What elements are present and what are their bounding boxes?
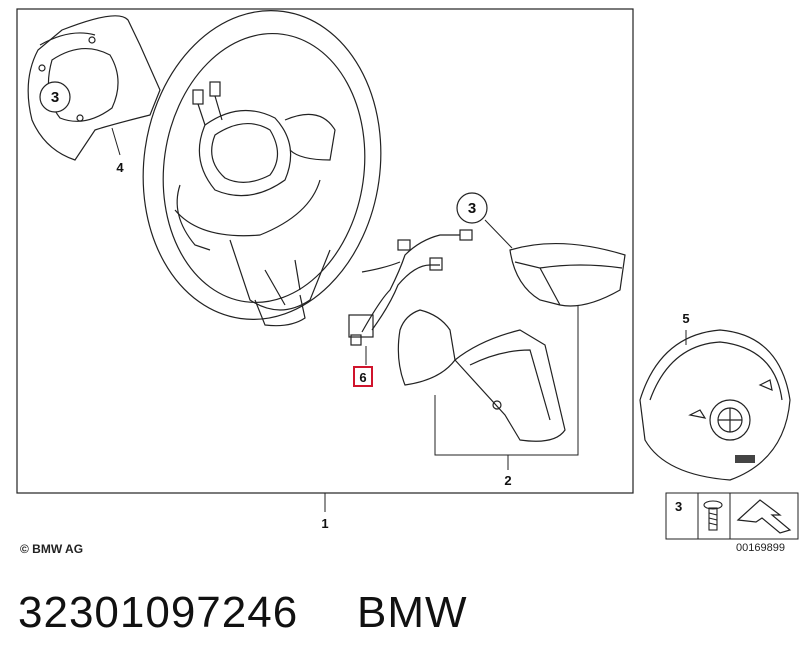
airbag-module-part[interactable] [639,329,791,481]
arrow-icon [736,499,792,534]
callout-5: 5 [682,311,689,326]
callout-2: 2 [504,473,511,488]
leader-lines [111,127,687,512]
steering-wheel[interactable] [124,0,401,335]
diagram-frame [16,8,634,494]
callout-6-highlight[interactable] [353,366,373,387]
legend-callout-3: 3 [675,499,682,514]
callout-3-shroud: 3 [51,89,59,106]
wiring-harness-part[interactable] [348,229,473,346]
screw-icon [703,500,723,531]
callout-4: 4 [116,160,124,175]
trim-cover-part[interactable] [397,309,566,442]
callout-circle-3-shroud [39,81,71,113]
callout-1: 1 [321,516,328,531]
copyright-notice: © BMW AG [20,542,84,556]
cover-part[interactable] [509,242,626,307]
callout-6: 6 [359,370,366,385]
callout-3-cover: 3 [468,200,476,217]
diagram-id: 00169899 [736,542,785,554]
legend-box: 3 [665,492,799,540]
callout-circle-3-cover [456,192,488,224]
part-number: 32301097246 [18,588,299,637]
brand-name: BMW [357,588,468,637]
